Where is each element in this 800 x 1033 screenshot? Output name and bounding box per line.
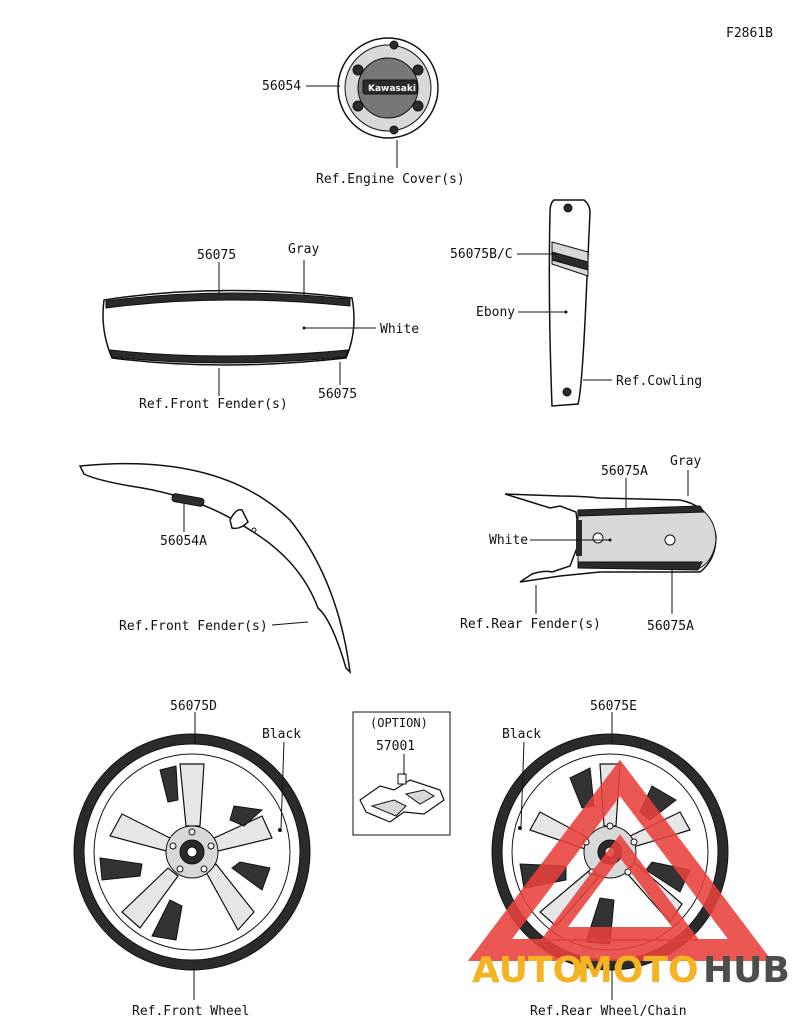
label-56075-top: 56075 <box>197 248 236 263</box>
cowling-group <box>517 199 612 407</box>
diagram-code: F2861B <box>726 26 773 41</box>
label-option: (OPTION) <box>370 716 428 730</box>
fender-hole-icon <box>592 532 604 544</box>
label-black-rw: Black <box>502 727 541 742</box>
cowling-bolt-icon <box>562 387 572 397</box>
label-white-ff: White <box>380 322 419 337</box>
hub-bolt-icon <box>188 828 196 836</box>
automotohub-watermark: AUTO MOTO HUB <box>467 759 790 991</box>
sprocket-bolt-icon <box>606 822 614 830</box>
label-56075e: 56075E <box>590 699 637 714</box>
label-56075-bottom: 56075 <box>318 387 357 402</box>
label-ref-rear-fender: Ref.Rear Fender(s) <box>460 617 601 632</box>
hub-bolt-icon <box>176 865 184 873</box>
label-56075a-top: 56075A <box>601 464 648 479</box>
watermark-hub: HUB <box>703 950 790 991</box>
cover-bolt-icon <box>412 64 424 76</box>
label-56054a: 56054A <box>160 534 207 549</box>
label-ref-cowling: Ref.Cowling <box>616 374 702 389</box>
label-ref-front-fender-side: Ref.Front Fender(s) <box>119 619 268 634</box>
label-ref-engine-cover: Ref.Engine Cover(s) <box>316 172 465 187</box>
cover-bolt-icon <box>352 100 364 112</box>
option-box <box>352 711 451 836</box>
rear-fender-group <box>504 470 717 614</box>
kawasaki-badge <box>362 79 418 95</box>
cover-bolt-icon <box>389 125 399 135</box>
label-ref-rear-wheel-chain: Ref.Rear Wheel/Chain <box>530 1004 687 1019</box>
hub-bolt-icon <box>169 842 177 850</box>
label-56075bc: 56075B/C <box>450 247 513 262</box>
label-56075a-bottom: 56075A <box>647 619 694 634</box>
cowling-bolt-icon <box>563 203 573 213</box>
hub-bolt-icon <box>207 842 215 850</box>
front-fender-top-group <box>102 260 376 396</box>
cover-bolt-icon <box>389 40 399 50</box>
tool-kit-icon <box>359 779 445 823</box>
label-ebony: Ebony <box>476 305 515 320</box>
front-wheel-group <box>73 712 311 1000</box>
front-fender-side-group <box>78 462 352 675</box>
label-57001: 57001 <box>376 739 415 754</box>
watermark-auto: AUTO <box>472 950 583 991</box>
cover-bolt-icon <box>412 100 424 112</box>
watermark-triangle-icon <box>467 759 773 961</box>
watermark-moto: MOTO <box>577 950 699 991</box>
label-gray-ff: Gray <box>288 242 319 257</box>
label-white-rf: White <box>489 533 528 548</box>
cover-bolt-icon <box>352 64 364 76</box>
fender-hole-icon <box>664 534 676 546</box>
sprocket-bolt-icon <box>630 838 638 846</box>
label-ref-front-wheel: Ref.Front Wheel <box>132 1004 249 1019</box>
label-56075d: 56075D <box>170 699 217 714</box>
label-56054: 56054 <box>262 79 301 94</box>
kawasaki-badge-text: Kawasaki <box>368 84 416 94</box>
hub-bolt-icon <box>200 865 208 873</box>
emblem-icon <box>171 493 205 507</box>
label-gray-rf: Gray <box>670 454 701 469</box>
label-black-fw: Black <box>262 727 301 742</box>
label-ref-front-fender-top: Ref.Front Fender(s) <box>139 397 288 412</box>
engine-cover-group: Kawasaki <box>306 37 439 168</box>
